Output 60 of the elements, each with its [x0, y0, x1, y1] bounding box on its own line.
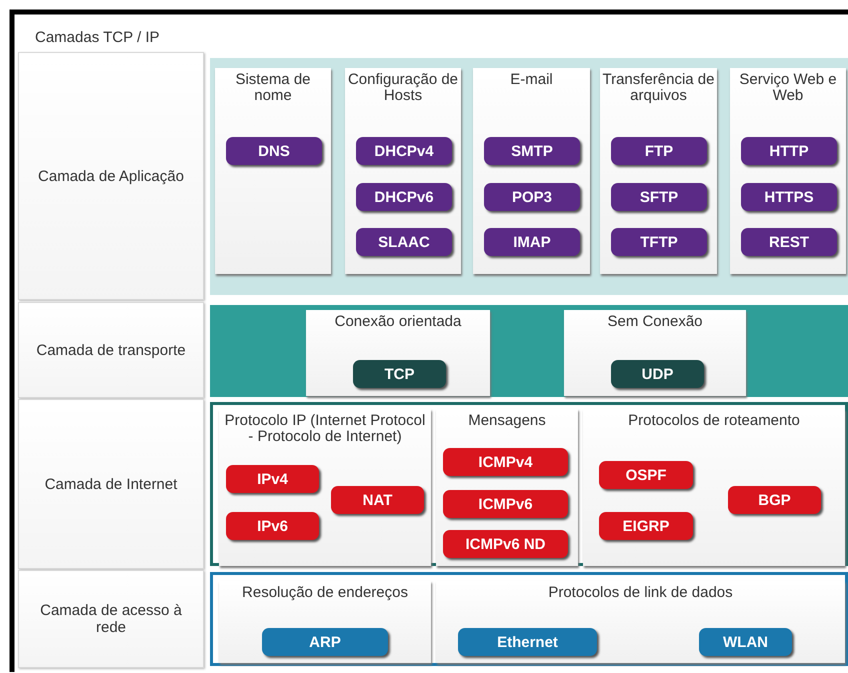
- category-card: [306, 310, 490, 396]
- layer-name-cell: Camada de acesso à rede: [18, 570, 204, 668]
- card-heading: Protocolo IP (Internet Protocol - Protocolo de Internet): [224, 413, 426, 445]
- card-heading: Sem Conexão: [606, 314, 704, 330]
- card-heading: Resolução de endereços: [241, 585, 409, 601]
- card-heading: Configuração de Hosts: [347, 72, 459, 104]
- protocol-tag: IMAP: [484, 228, 580, 256]
- protocol-tag: TCP: [353, 360, 446, 388]
- protocol-tag: IPv6: [226, 512, 319, 540]
- protocol-tag: SLAAC: [356, 228, 452, 256]
- layer-band: [210, 305, 848, 397]
- category-card: [219, 409, 431, 566]
- card-heading: E-mail: [509, 72, 554, 88]
- layer-name-cell: Camada de Aplicação: [18, 52, 204, 300]
- protocol-tag: DNS: [226, 137, 322, 165]
- protocol-tag: ICMPv4: [443, 448, 568, 476]
- card-heading: Mensagens: [467, 413, 547, 429]
- protocol-tag: ICMPv6: [443, 490, 568, 518]
- card-heading: Transferência de arquivos: [602, 72, 715, 104]
- layer-band: [210, 402, 848, 566]
- protocol-tag: EIGRP: [599, 512, 693, 540]
- protocol-tag: REST: [741, 228, 837, 256]
- category-card: [345, 68, 461, 274]
- protocol-tag: UDP: [611, 360, 704, 388]
- protocol-tag: OSPF: [599, 461, 693, 489]
- protocol-tag: IPv4: [226, 465, 319, 493]
- category-card: [473, 68, 590, 274]
- protocol-tag: DHCPv6: [356, 183, 452, 211]
- card-heading: Protocolos de link de dados: [547, 585, 734, 601]
- protocol-tag: SFTP: [611, 183, 707, 211]
- protocol-tag: HTTP: [741, 137, 837, 165]
- card-heading: Sistema de nome: [234, 72, 312, 104]
- protocol-tag: Ethernet: [458, 628, 597, 656]
- category-card: [600, 68, 717, 274]
- category-card: [215, 68, 331, 274]
- layer-name-cell: Camada de Internet: [18, 399, 204, 569]
- card-heading: Serviço Web e Web: [738, 72, 838, 104]
- protocol-tag: ARP: [262, 628, 388, 656]
- category-card: [219, 581, 431, 663]
- protocol-tag: WLAN: [699, 628, 792, 656]
- card-heading: Conexão orientada: [334, 314, 462, 330]
- layer-band: [210, 58, 848, 295]
- layer-band: [210, 572, 848, 666]
- protocol-tag: HTTPS: [741, 183, 837, 211]
- card-heading: Protocolos de roteamento: [627, 413, 801, 429]
- protocol-tag: DHCPv4: [356, 137, 452, 165]
- protocol-tag: SMTP: [484, 137, 580, 165]
- protocol-tag: BGP: [728, 486, 821, 514]
- category-card: [436, 581, 845, 663]
- protocol-tag: NAT: [331, 486, 424, 514]
- layer-name-cell: Camada de transporte: [18, 302, 204, 398]
- protocol-tag: POP3: [484, 183, 580, 211]
- category-card: [564, 310, 746, 396]
- category-card: [436, 409, 578, 566]
- category-card: [730, 68, 846, 274]
- diagram-title: Camadas TCP / IP: [35, 29, 160, 46]
- protocol-tag: FTP: [611, 137, 707, 165]
- protocol-tag: ICMPv6 ND: [443, 530, 568, 558]
- category-card: [583, 409, 845, 566]
- protocol-tag: TFTP: [611, 228, 707, 256]
